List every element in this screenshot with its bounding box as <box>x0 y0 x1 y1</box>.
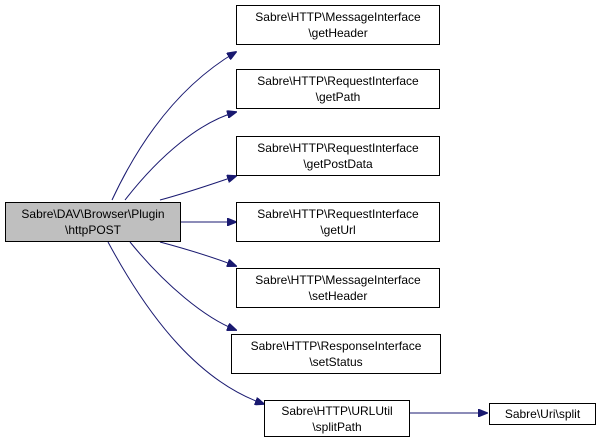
node-line1: Sabre\HTTP\RequestInterface <box>257 74 419 88</box>
root-node-line1: Sabre\DAV\Browser\Plugin <box>21 207 165 221</box>
node-line1: Sabre\HTTP\ResponseInterface <box>250 339 422 353</box>
node-line2: \getUrl <box>320 223 356 237</box>
root-node-line2: \httpPOST <box>64 223 122 237</box>
edge-root-to-setHeader <box>159 241 236 266</box>
edge-root-to-getPath <box>124 112 236 201</box>
edge-root-to-getHeader <box>111 52 236 201</box>
node-setHeader[interactable]: Sabre\HTTP\MessageInterface \setHeader <box>236 268 440 308</box>
node-line2: \getPostData <box>303 157 373 171</box>
edge-root-to-splitPath <box>107 241 264 404</box>
node-setStatus[interactable]: Sabre\HTTP\ResponseInterface \setStatus <box>231 334 441 374</box>
node-line2: \setStatus <box>309 355 363 369</box>
edge-root-to-getPostData <box>159 176 236 201</box>
edge-root-to-setStatus <box>129 241 236 330</box>
node-line1: Sabre\HTTP\RequestInterface <box>257 207 419 221</box>
root-node-httpPOST[interactable]: Sabre\DAV\Browser\Plugin \httpPOST <box>5 202 181 242</box>
node-line1: Sabre\HTTP\MessageInterface <box>255 10 421 24</box>
node-uri-split[interactable]: Sabre\Uri\split <box>489 403 596 425</box>
node-line1: Sabre\HTTP\RequestInterface <box>257 141 419 155</box>
node-getHeader[interactable]: Sabre\HTTP\MessageInterface \getHeader <box>236 5 440 45</box>
node-line2: \getPath <box>315 90 361 104</box>
node-line2: \setHeader <box>308 289 368 303</box>
node-getPath[interactable]: Sabre\HTTP\RequestInterface \getPath <box>236 69 440 109</box>
node-line1: Sabre\HTTP\URLUtil <box>281 403 393 418</box>
node-line2: \splitPath <box>312 419 362 434</box>
node-getUrl[interactable]: Sabre\HTTP\RequestInterface \getUrl <box>236 202 440 242</box>
node-line1: Sabre\Uri\split <box>504 407 581 421</box>
node-line1: Sabre\HTTP\MessageInterface <box>255 273 421 287</box>
node-getPostData[interactable]: Sabre\HTTP\RequestInterface \getPostData <box>236 136 440 176</box>
node-splitPath[interactable]: Sabre\HTTP\URLUtil \splitPath <box>264 400 410 437</box>
node-line2: \getHeader <box>308 26 368 40</box>
